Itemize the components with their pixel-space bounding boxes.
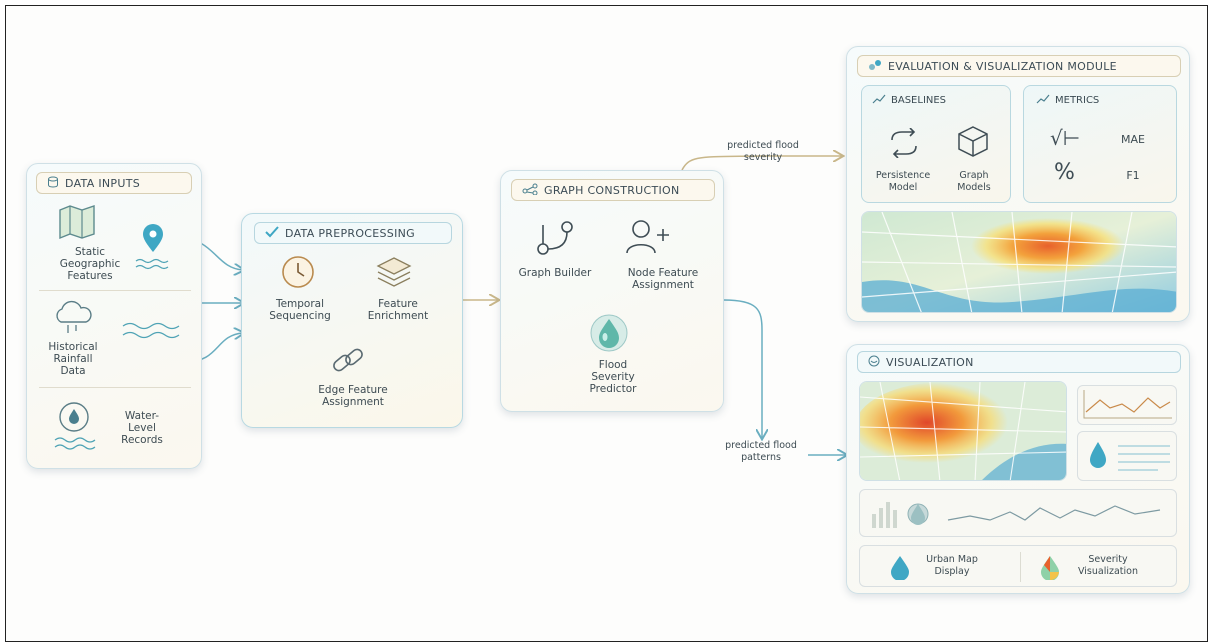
data-inputs-header: DATA INPUTS (36, 172, 192, 194)
flood-severity-label: Flood Severity Predictor (589, 359, 637, 395)
eye-icon (868, 355, 880, 370)
check-icon (265, 225, 279, 241)
temporal-sequencing-label: Temporal Sequencing (269, 298, 331, 322)
clock-icon (280, 254, 316, 294)
metrics-box: METRICS √⊢ % MAE F1 (1023, 85, 1177, 203)
urban-heatmap (859, 381, 1067, 481)
graph-builder-icon (535, 219, 575, 261)
water-level-waves-icon (53, 436, 97, 456)
baselines-heading: BASELINES (872, 94, 946, 107)
visualization-panel: VISUALIZATION Urban Map Display Severity… (846, 344, 1190, 594)
flow-label-severity: predicted flood severity (727, 140, 799, 163)
preprocessing-panel: DATA PREPROCESSING Temporal Sequencing F… (241, 213, 463, 428)
percent-icon: % (1054, 160, 1075, 185)
water-level-label: Water- Level Records (121, 410, 163, 446)
historical-rainfall-label: Historical Rainfall Data (48, 341, 98, 377)
feature-enrichment-label: Feature Enrichment (367, 298, 429, 322)
arrow-graph-to-vis (723, 299, 762, 438)
f1-label: F1 (1126, 169, 1140, 182)
edge-feature-label: Edge Feature Assignment (318, 384, 388, 408)
add-node-icon (625, 217, 673, 261)
visualization-title: VISUALIZATION (886, 355, 974, 369)
legend-thumbnail (1077, 431, 1177, 481)
time-series-strip (859, 489, 1177, 537)
urban-map-display-label: Urban Map Display (926, 554, 978, 577)
severity-colors-icon (1038, 554, 1062, 584)
cycle-arrows-icon (888, 127, 920, 162)
evaluation-heatmap (861, 211, 1177, 313)
baselines-box: BASELINES Persistence Model Graph Models (861, 85, 1011, 203)
preprocessing-header: DATA PREPROCESSING (254, 222, 452, 244)
sqrt-icon: √⊢ (1050, 126, 1081, 150)
preprocessing-title: DATA PREPROCESSING (285, 226, 415, 240)
drop-map-icon (888, 554, 912, 584)
baselines-title: BASELINES (891, 95, 947, 106)
map-icon (57, 204, 97, 244)
persistence-model-label: Persistence Model (875, 170, 931, 193)
graph-builder-label: Graph Builder (518, 267, 592, 279)
evaluation-title: EVALUATION & VISUALIZATION MODULE (888, 59, 1117, 73)
metrics-title: METRICS (1055, 95, 1100, 106)
visualization-header: VISUALIZATION (857, 351, 1181, 373)
data-inputs-panel: DATA INPUTS Static Geographic Features H… (26, 163, 202, 469)
severity-visualization-label: Severity Visualization (1077, 554, 1138, 577)
location-pin-icon (141, 224, 165, 258)
rain-cloud-icon (53, 300, 93, 340)
graph-construction-title: GRAPH CONSTRUCTION (544, 183, 680, 197)
static-geographic-label: Static Geographic Features (59, 246, 121, 282)
layers-icon (374, 254, 414, 294)
graph-construction-header: GRAPH CONSTRUCTION (511, 179, 715, 201)
trend-icon (872, 94, 886, 107)
gauge-drop-icon (57, 400, 91, 438)
cube-icon (956, 124, 990, 162)
water-drop-icon (589, 313, 629, 357)
mae-label: MAE (1121, 133, 1145, 146)
database-icon (47, 176, 59, 191)
water-waves-icon (135, 256, 171, 275)
line-chart-icon (1036, 94, 1050, 107)
link-icon (330, 344, 366, 382)
line-chart-thumbnail (1077, 385, 1177, 425)
rainfall-waves-icon (121, 320, 181, 344)
node-feature-label: Node Feature Assignment (627, 267, 699, 291)
flow-label-patterns: predicted flood patterns (725, 440, 797, 463)
legend-bar: Urban Map Display Severity Visualization (859, 545, 1177, 587)
graph-models-label: Graph Models (957, 170, 991, 193)
arrow-graph-to-eval (681, 156, 842, 171)
graph-construction-panel: GRAPH CONSTRUCTION Graph Builder Node Fe… (500, 170, 724, 412)
module-icon (868, 59, 882, 74)
graph-nodes-icon (522, 183, 538, 198)
metrics-heading: METRICS (1036, 94, 1099, 107)
evaluation-header: EVALUATION & VISUALIZATION MODULE (857, 55, 1181, 77)
data-inputs-title: DATA INPUTS (65, 176, 140, 190)
evaluation-panel: EVALUATION & VISUALIZATION MODULE BASELI… (846, 46, 1190, 322)
